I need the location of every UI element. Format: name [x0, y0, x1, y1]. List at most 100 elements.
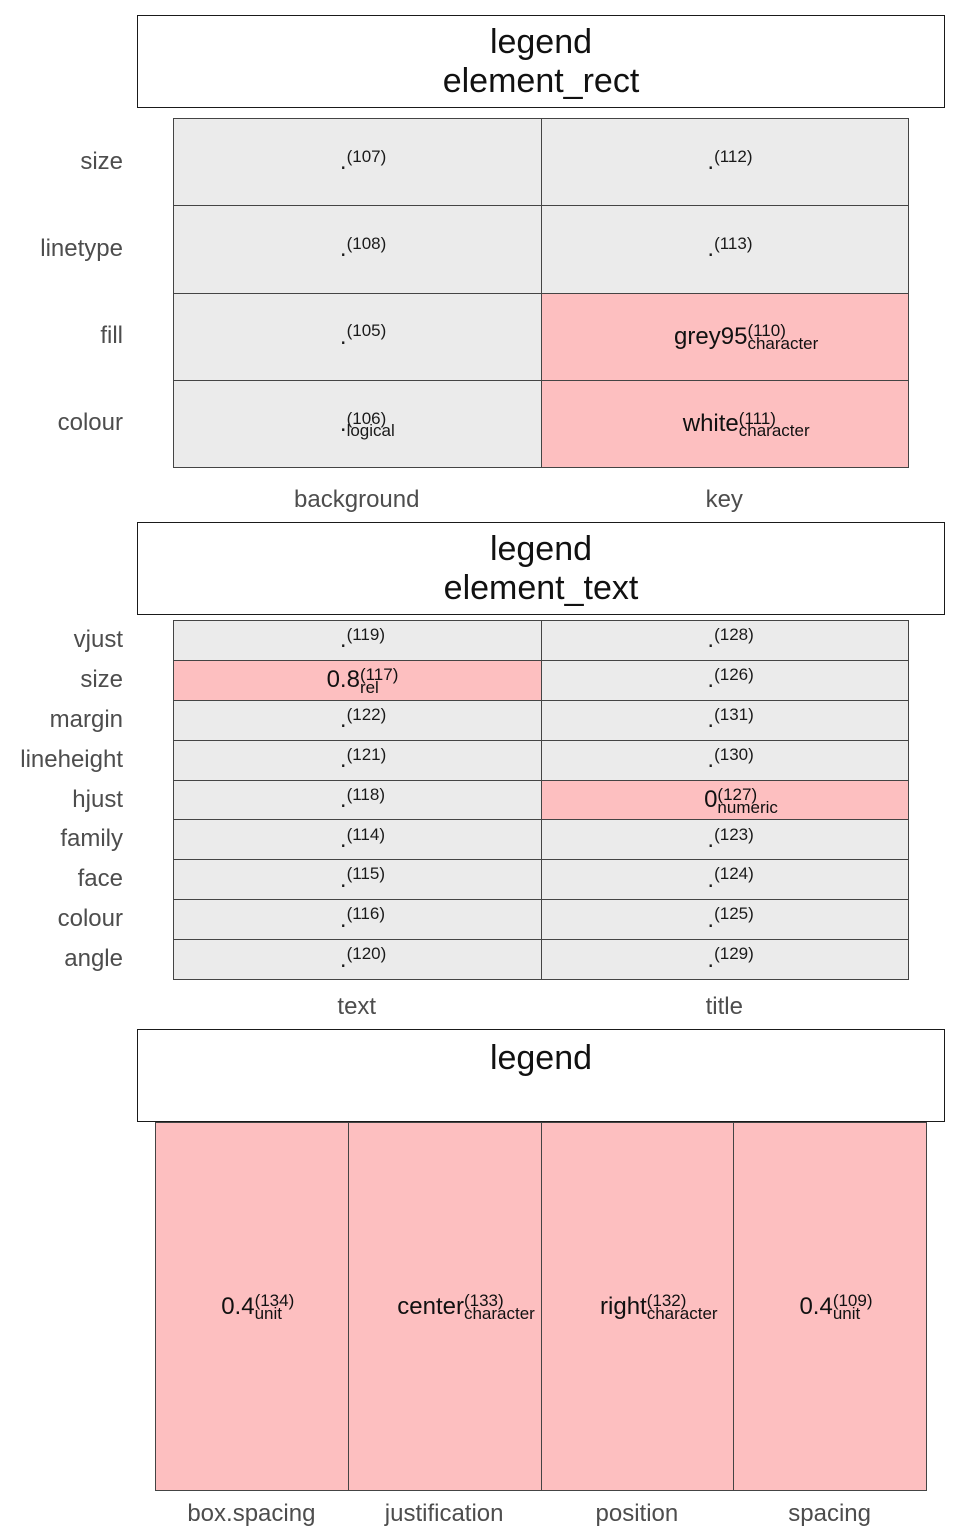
- row-label: size: [80, 147, 123, 175]
- cell-value: .(106)logical: [339, 408, 395, 441]
- grid-cell: .(128): [540, 620, 909, 661]
- cell-index: (125): [714, 904, 754, 924]
- cell-type: numeric: [717, 797, 778, 817]
- grid-cell: .(107): [173, 118, 542, 207]
- cell-value: .(108): [339, 234, 387, 263]
- cell-value: .(125): [707, 904, 754, 933]
- row-label: angle: [64, 945, 123, 973]
- column-label: background: [294, 486, 420, 513]
- cell-index: (115): [346, 864, 386, 884]
- cell-type: unit: [254, 1304, 282, 1324]
- column-label: key: [705, 486, 743, 513]
- row-label: lineheight: [20, 745, 123, 773]
- grid-cell: .(106)logical: [173, 379, 542, 468]
- cell-value: .(114): [339, 824, 386, 853]
- cell-value: .(107): [339, 146, 387, 176]
- grid-cell: .(122): [173, 699, 542, 741]
- grid-cell: .(121): [173, 739, 542, 781]
- cell-value: .(129): [707, 944, 754, 973]
- column-label: title: [705, 993, 743, 1020]
- cell-type: logical: [346, 421, 395, 441]
- panel-title-line: legend: [489, 22, 593, 61]
- cell-value: .(124): [707, 864, 754, 893]
- cell-value: .(118): [339, 784, 386, 813]
- cell-value: 0.4(109)unit: [799, 1291, 873, 1324]
- cell-value: .(126): [707, 664, 754, 694]
- grid-cell: .(118): [173, 779, 542, 821]
- cell-index: (119): [346, 625, 386, 645]
- cell-index: (131): [714, 704, 754, 724]
- cell-value: .(123): [707, 824, 754, 853]
- grid-cell: white(111)character: [540, 379, 909, 468]
- cell-index: (108): [346, 234, 387, 254]
- cell-type: character: [646, 1304, 718, 1324]
- cell-index: (122): [346, 704, 387, 724]
- grid-cell: .(116): [173, 899, 542, 941]
- cell-index: (107): [346, 146, 387, 166]
- cell-index: (117): [359, 664, 399, 684]
- cell-type: character: [747, 334, 819, 354]
- cell-value: .(113): [707, 234, 753, 263]
- cell-index: (130): [714, 744, 754, 764]
- grid-cell: .(114): [173, 819, 542, 861]
- cell-index: (116): [346, 904, 386, 924]
- panel-title-line: legend: [489, 1039, 593, 1077]
- column-label: justification: [384, 1500, 504, 1527]
- row-label: vjust: [73, 625, 123, 653]
- cell-index: (124): [714, 864, 754, 884]
- cell-index: (133): [463, 1291, 504, 1311]
- cell-value: white(111)character: [682, 408, 810, 441]
- cell-index: (106): [346, 408, 387, 428]
- column-label: text: [337, 993, 377, 1020]
- cell-index: (129): [714, 944, 754, 964]
- panel-title-line: legend: [489, 529, 593, 568]
- cell-value: 0.8(117)rel: [326, 664, 399, 697]
- cell-value: .(121): [339, 744, 387, 774]
- cell-index: (123): [714, 824, 754, 844]
- grid-cell: .(126): [540, 659, 909, 701]
- grid-cell: .(130): [540, 739, 909, 781]
- cell-value: .(122): [339, 704, 387, 734]
- cell-value: .(131): [707, 704, 754, 734]
- cell-index: (109): [832, 1291, 873, 1311]
- cell-index: (127): [717, 784, 758, 804]
- grid-cell: .(123): [540, 819, 909, 861]
- panel-title-line: element_rect: [442, 61, 640, 100]
- grid-cell: .(129): [540, 939, 909, 980]
- grid-cell: .(125): [540, 899, 909, 941]
- cell-index: (110): [747, 321, 786, 341]
- grid-cell: 0.4(109)unit: [733, 1122, 927, 1491]
- grid-cell: .(108): [173, 205, 542, 294]
- cell-value: .(112): [707, 146, 753, 176]
- cell-value: .(120): [339, 944, 387, 973]
- grid-cell: .(120): [173, 939, 542, 980]
- grid-cell: .(124): [540, 859, 909, 901]
- cell-index: (134): [254, 1291, 295, 1311]
- cell-value: 0(127)numeric: [704, 784, 778, 817]
- grid-cell: 0.8(117)rel: [173, 659, 542, 701]
- cell-value: 0.4(134)unit: [221, 1291, 295, 1324]
- grid-cell: right(132)character: [540, 1122, 735, 1491]
- grid-cell: .(115): [173, 859, 542, 901]
- grid-cell: grey95(110)character: [540, 292, 909, 381]
- cell-index: (111): [738, 408, 776, 428]
- row-label: hjust: [72, 785, 123, 813]
- grid-cell: .(131): [540, 699, 909, 741]
- row-label: family: [60, 825, 123, 853]
- cell-index: (121): [346, 744, 387, 764]
- cell-index: (114): [346, 824, 386, 844]
- panel-title-line: element_text: [443, 568, 639, 607]
- cell-value: .(128): [707, 625, 754, 654]
- row-label: margin: [49, 705, 123, 733]
- cell-index: (128): [714, 625, 754, 645]
- cell-index: (120): [346, 944, 387, 964]
- grid-cell: center(133)character: [347, 1122, 542, 1491]
- row-label: colour: [57, 409, 123, 437]
- cell-type: character: [463, 1304, 535, 1324]
- cell-type: unit: [832, 1304, 861, 1324]
- column-label: box.spacing: [187, 1500, 316, 1527]
- cell-value: right(132)character: [600, 1291, 718, 1324]
- grid-cell: .(113): [540, 205, 909, 294]
- grid-cell: 0(127)numeric: [540, 779, 909, 821]
